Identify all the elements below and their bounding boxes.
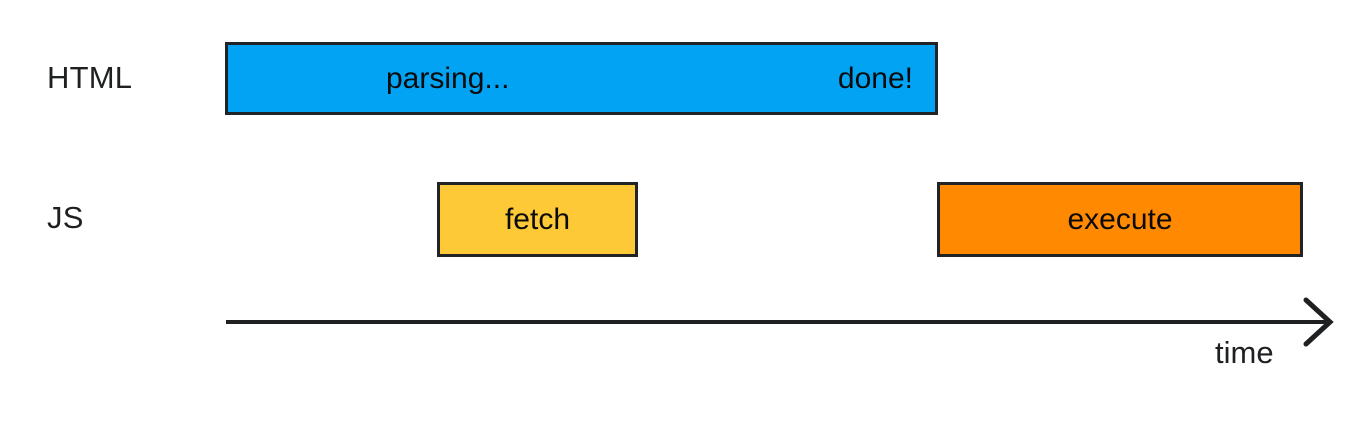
bar-label-fetch: fetch <box>504 202 571 236</box>
bar-html-parsing[interactable]: parsing... done! <box>225 42 938 115</box>
bar-label-parsing: parsing... <box>386 61 510 95</box>
row-label-html: HTML <box>47 60 133 95</box>
bar-label-execute: execute <box>1067 202 1173 236</box>
bar-js-fetch[interactable]: fetch <box>437 182 638 257</box>
time-axis-arrow <box>218 296 1343 352</box>
row-label-js: JS <box>47 200 84 235</box>
arrow-right-icon <box>226 297 1334 347</box>
bar-label-done: done! <box>837 61 913 95</box>
axis-label-time: time <box>1215 335 1274 370</box>
bar-js-execute[interactable]: execute <box>937 182 1303 257</box>
